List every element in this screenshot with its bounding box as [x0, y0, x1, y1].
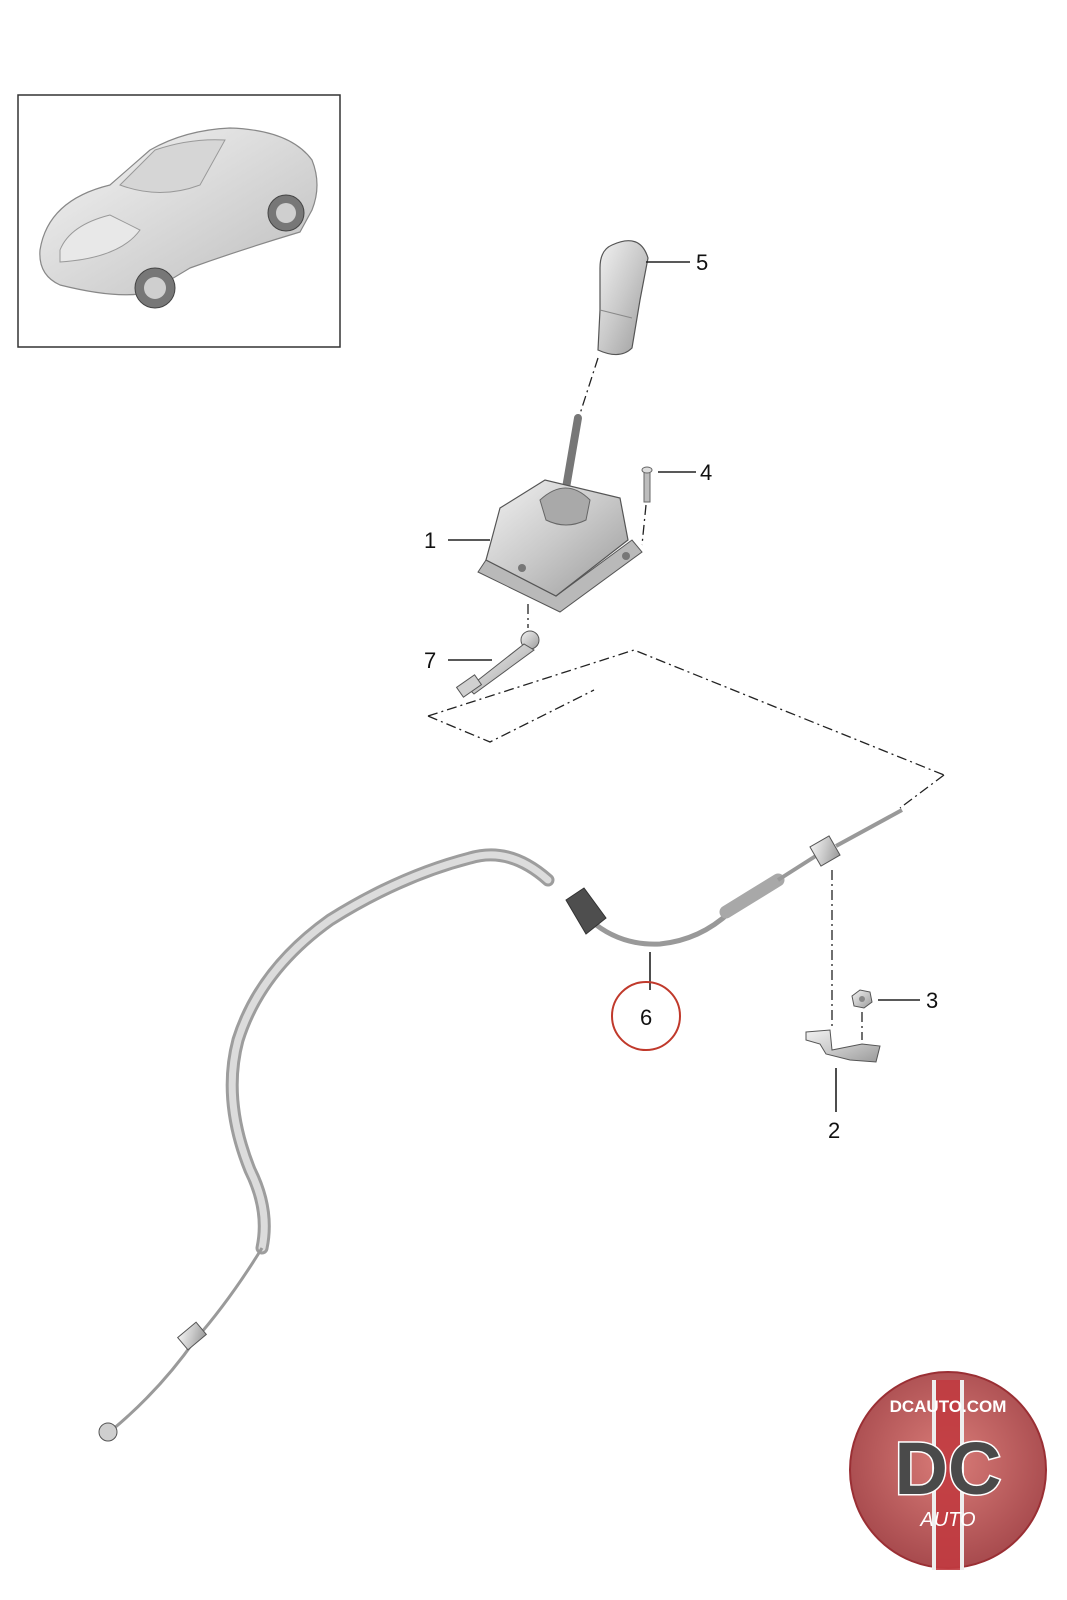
shift-rod — [562, 414, 582, 492]
callout-label-6: 6 — [640, 1005, 652, 1030]
callout-label-1: 1 — [424, 528, 436, 553]
callout-4: 4 — [658, 460, 712, 485]
callout-2: 2 — [828, 1068, 840, 1143]
logo-text-top: DCAUTO.COM — [890, 1397, 1007, 1416]
nut-part — [851, 989, 873, 1009]
logo-monogram: DC — [895, 1427, 1002, 1510]
callout-label-4: 4 — [700, 460, 712, 485]
callout-5: 5 — [646, 250, 708, 275]
callout-1: 1 — [424, 528, 490, 553]
vehicle-thumbnail — [17, 94, 341, 348]
linkage-part — [455, 604, 540, 698]
bolt-part — [641, 466, 653, 503]
callout-label-3: 3 — [926, 988, 938, 1013]
callout-3: 3 — [878, 988, 938, 1013]
car-illustration — [39, 127, 318, 309]
callout-label-7: 7 — [424, 648, 436, 673]
dcauto-logo: DCAUTO.COM DC AUTO — [849, 1371, 1047, 1570]
cable-grommet — [565, 887, 607, 935]
bracket-part — [805, 1029, 881, 1063]
logo-text-bottom: AUTO — [919, 1509, 975, 1531]
shifter-housing-part — [477, 479, 643, 613]
callout-label-5: 5 — [696, 250, 708, 275]
shift-cable-part — [98, 808, 903, 1442]
callout-7: 7 — [424, 648, 492, 673]
shift-knob-part — [597, 240, 649, 356]
highlight-circle — [611, 981, 681, 1051]
callout-label-2: 2 — [828, 1118, 840, 1143]
callout-6: 6 — [611, 952, 681, 1051]
